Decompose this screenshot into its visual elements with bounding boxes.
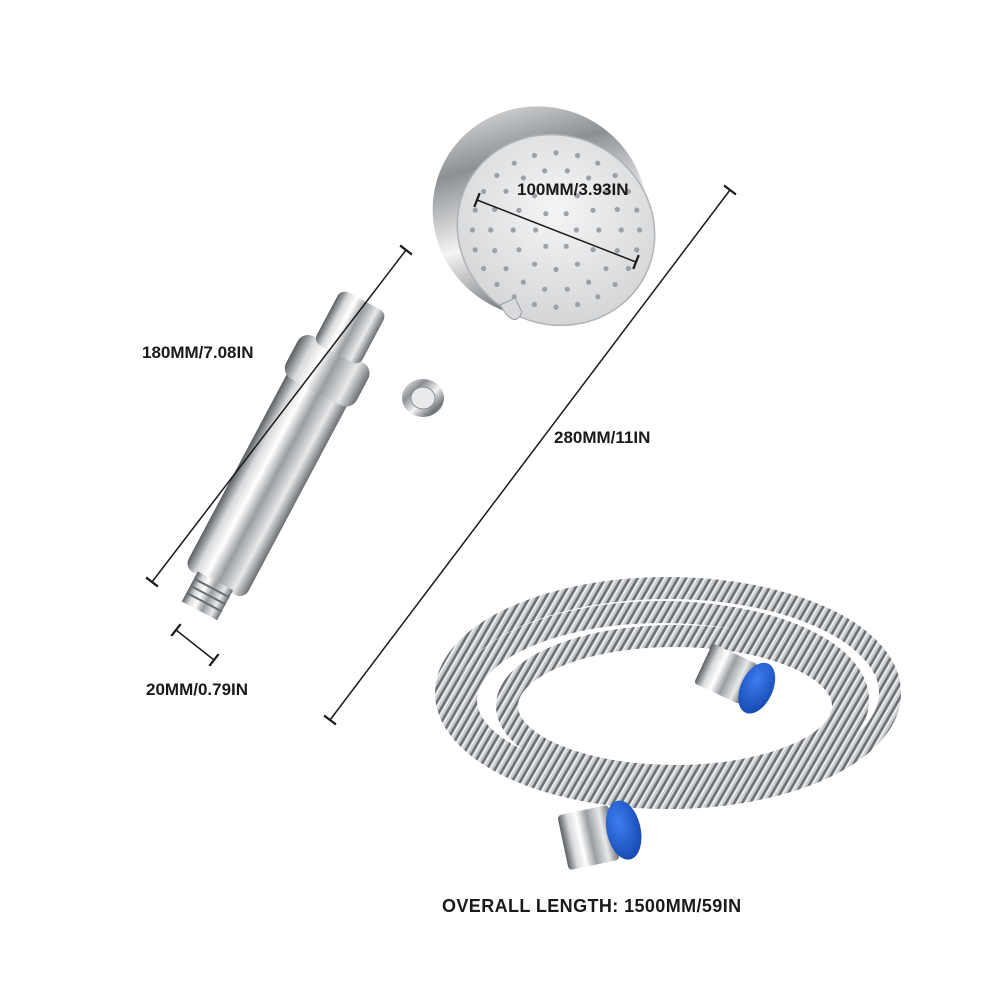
nozzle-dot [516, 207, 522, 213]
face-diameter-label: 100MM/3.93IN [517, 180, 629, 199]
nozzle-dot [542, 286, 548, 292]
nozzle-dot [595, 294, 601, 300]
nozzle-dot [542, 168, 548, 174]
nozzle-dot [503, 266, 509, 272]
nozzle-dot [574, 261, 581, 267]
nozzle-dot [531, 301, 538, 308]
nozzle-dot [494, 281, 500, 288]
nozzle-dot [575, 301, 581, 308]
nozzle-dot [596, 227, 602, 233]
nozzle-dot [590, 247, 596, 253]
nozzle-dot [520, 175, 527, 181]
nozzle-dot [614, 206, 620, 212]
nozzle-dot [553, 150, 559, 156]
nozzle-dot [510, 227, 516, 233]
handle-length-label: 180MM/7.08IN [142, 343, 254, 362]
nozzle-dot [532, 261, 538, 267]
nozzle-dot [634, 207, 640, 213]
nozzle-dot [586, 175, 592, 181]
nozzle-dot [586, 279, 592, 285]
nozzle-dot [543, 243, 549, 249]
nozzle-dot [488, 227, 494, 233]
nozzle-dot [595, 160, 601, 166]
nozzle-dot [553, 266, 559, 273]
dimension-lines [145, 184, 737, 726]
nozzle-dot [472, 247, 478, 253]
nozzle-dot [533, 227, 539, 233]
nozzle-dot [511, 160, 517, 166]
nozzle-dot [625, 265, 632, 272]
nozzle-dot [564, 286, 570, 292]
nozzle-dot [637, 227, 643, 233]
hose-length-label: OVERALL LENGTH: 1500MM/59IN [442, 896, 742, 916]
nozzle-dot [531, 152, 538, 159]
total-length-label: 280MM/11IN [554, 428, 651, 447]
nozzle-dot [612, 172, 618, 179]
nozzle-dot [472, 207, 478, 213]
nozzle-dot [492, 248, 498, 254]
shower-hose-icon [435, 577, 901, 870]
nozzle-dot [494, 172, 500, 179]
nozzle-dot [503, 188, 509, 194]
nozzle-dot [469, 227, 475, 233]
nozzle-dot [516, 247, 522, 253]
nozzle-dot [618, 227, 624, 233]
nozzle-dot [564, 168, 570, 174]
nozzle-dot [563, 243, 569, 249]
thread-diameter-label: 20MM/0.79IN [146, 680, 249, 699]
nozzle-dot [612, 281, 618, 288]
nozzle-dot [573, 227, 580, 233]
nozzle-dot [603, 266, 609, 272]
nozzle-dot [614, 248, 620, 254]
nozzle-dot [520, 279, 527, 285]
nozzle-dot [481, 188, 487, 195]
nozzle-dot [543, 211, 549, 217]
nozzle-dot [553, 304, 559, 310]
nozzle-dot [634, 247, 640, 253]
nozzle-dot [575, 152, 581, 159]
nozzle-dot [481, 265, 487, 272]
nozzle-dot [563, 211, 569, 217]
nozzle-dot [590, 207, 596, 213]
